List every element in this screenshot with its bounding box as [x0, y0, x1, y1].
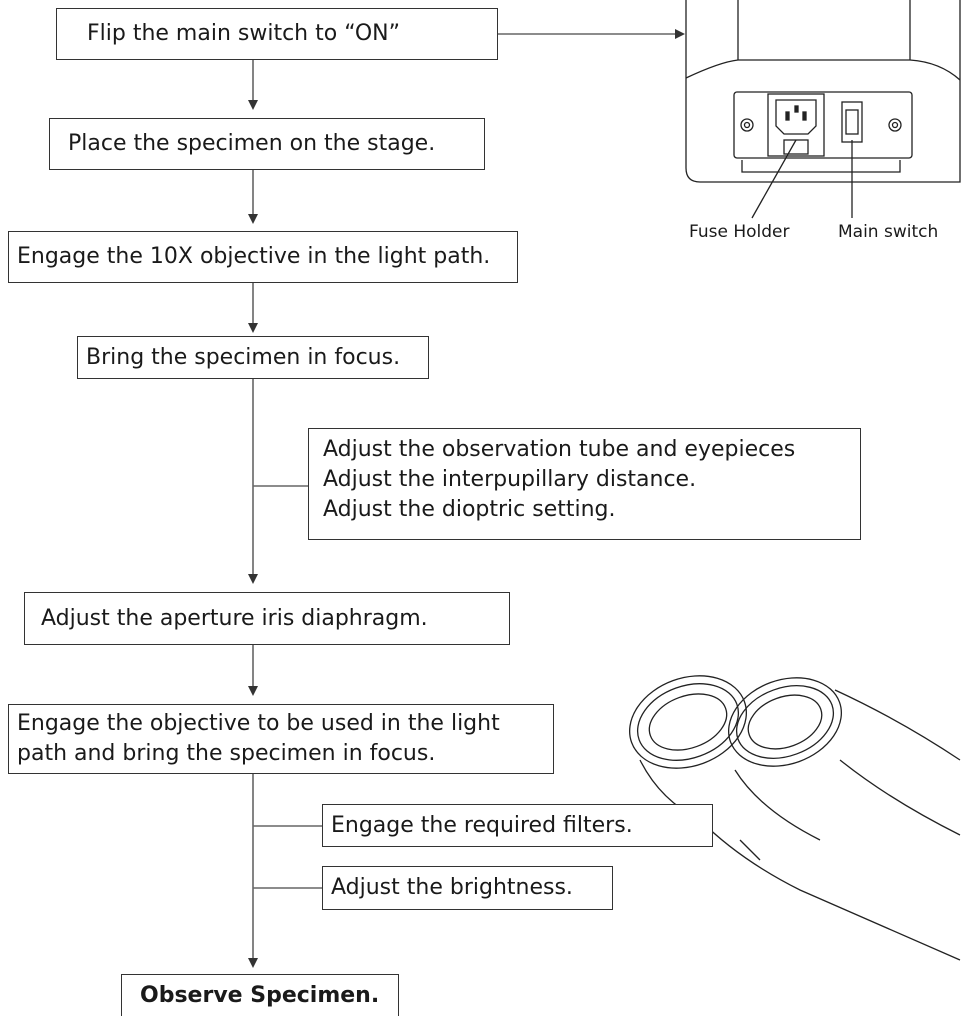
step-engage-objective-line-2: path and bring the specimen in focus. [17, 741, 436, 766]
step-adjust-tube: Adjust the observation tube and eyepiece… [308, 428, 861, 540]
step-switch-on-label: Flip the main switch to “ON” [87, 21, 400, 46]
step-observe-label: Observe Specimen. [140, 982, 380, 1008]
step-focus: Bring the specimen in focus. [77, 336, 429, 379]
step-aperture: Adjust the aperture iris diaphragm. [24, 592, 510, 645]
step-switch-on: Flip the main switch to “ON” [56, 8, 498, 60]
step-engage-objective: Engage the objective to be used in the l… [8, 704, 554, 774]
step-adjust-tube-line-2: Adjust the interpupillary distance. [323, 467, 697, 492]
step-focus-label: Bring the specimen in focus. [86, 344, 401, 370]
step-brightness-label: Adjust the brightness. [331, 875, 573, 900]
step-filters-label: Engage the required filters. [331, 812, 633, 838]
step-place-specimen: Place the specimen on the stage. [49, 118, 485, 170]
step-engage-10x: Engage the 10X objective in the light pa… [8, 231, 518, 283]
step-adjust-tube-line-1: Adjust the observation tube and eyepiece… [323, 437, 796, 462]
step-brightness: Adjust the brightness. [322, 866, 613, 910]
fuse-holder-label: Fuse Holder [689, 222, 790, 242]
main-switch-label: Main switch [838, 222, 939, 242]
power-panel-illustration [685, 0, 961, 219]
step-observe: Observe Specimen. [121, 974, 399, 1016]
step-engage-objective-line-1: Engage the objective to be used in the l… [17, 711, 500, 736]
step-engage-10x-label: Engage the 10X objective in the light pa… [17, 244, 491, 269]
microscope-eyepieces-illustration [628, 675, 961, 961]
step-filters: Engage the required filters. [322, 804, 713, 847]
step-aperture-label: Adjust the aperture iris diaphragm. [41, 605, 428, 631]
step-place-specimen-label: Place the specimen on the stage. [68, 131, 436, 156]
step-adjust-tube-line-3: Adjust the dioptric setting. [323, 497, 616, 522]
